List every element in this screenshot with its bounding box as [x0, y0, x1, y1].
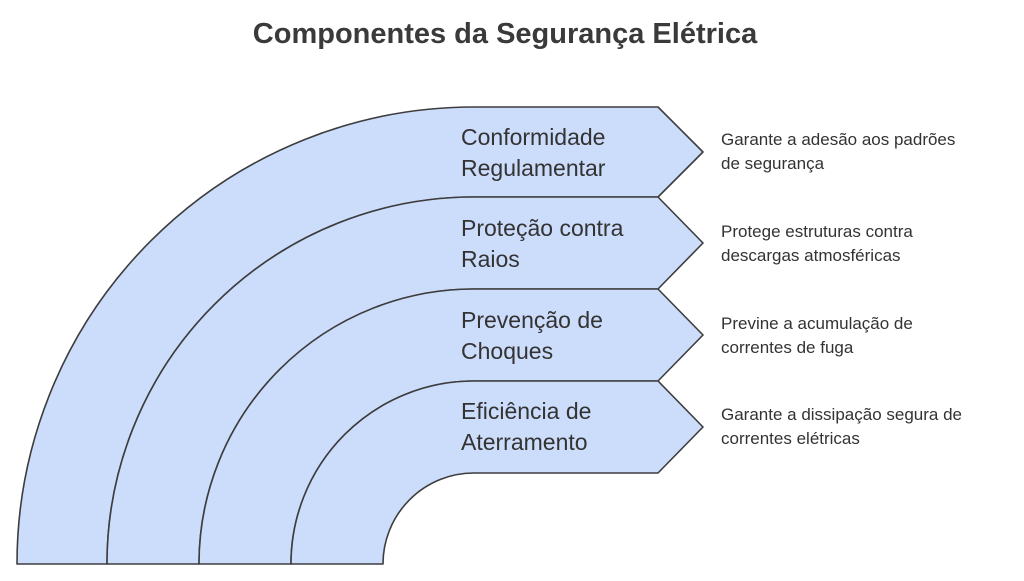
layer-label-prevencao-de-choques: Prevenção de Choques	[461, 305, 661, 367]
layer-label-conformidade-regulamentar: Conformidade Regulamentar	[461, 122, 661, 184]
description-line: correntes de fuga	[721, 338, 854, 357]
layer-label-line: Proteção contra	[461, 215, 624, 241]
band-eficiencia-de-aterramento	[290, 380, 704, 565]
layer-label-line: Regulamentar	[461, 155, 606, 181]
layer-label-line: Prevenção de	[461, 307, 603, 333]
layer-label-line: Aterramento	[461, 429, 588, 455]
layer-label-protecao-contra-raios: Proteção contra Raios	[461, 213, 661, 275]
layer-label-eficiencia-de-aterramento: Eficiência de Aterramento	[461, 396, 661, 458]
description-line: descargas atmosféricas	[721, 246, 901, 265]
diagram-title: Componentes da Segurança Elétrica	[252, 18, 758, 50]
layer-label-line: Choques	[461, 338, 554, 364]
layer-label-line: Conformidade	[461, 124, 606, 150]
layer-description-eficiencia-de-aterramento: Garante a dissipação segura de correntes…	[721, 403, 1011, 451]
layer-description-conformidade-regulamentar: Garante a adesão aos padrões de seguranç…	[721, 128, 1011, 176]
layer-description-prevencao-de-choques: Previne a acumulação de correntes de fug…	[721, 312, 1011, 360]
layer-description-protecao-contra-raios: Protege estruturas contra descargas atmo…	[721, 220, 1011, 268]
description-line: Garante a dissipação segura de	[721, 405, 962, 424]
description-line: correntes elétricas	[721, 429, 860, 448]
description-line: Previne a acumulação de	[721, 314, 913, 333]
description-line: Protege estruturas contra	[721, 222, 913, 241]
layer-label-line: Raios	[461, 246, 520, 272]
description-line: Garante a adesão aos padrões	[721, 130, 956, 149]
description-line: de segurança	[721, 154, 825, 173]
layer-label-line: Eficiência de	[461, 398, 592, 424]
